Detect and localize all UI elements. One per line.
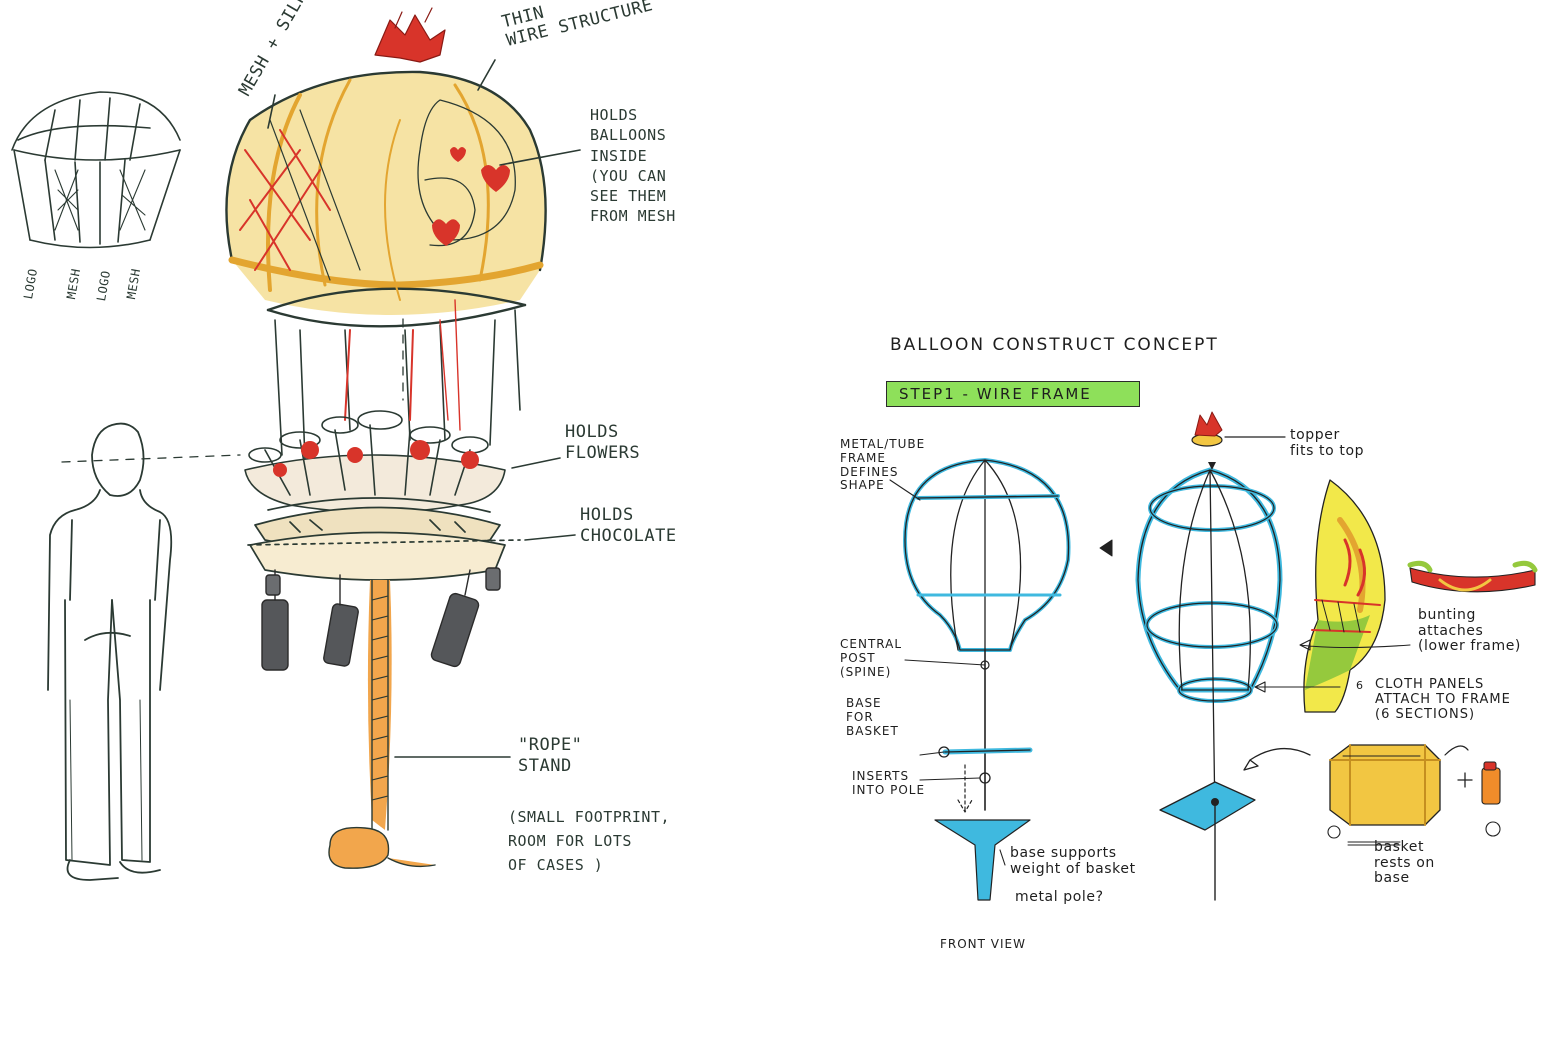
cloth-panels-label: CLOTH PANELS ATTACH TO FRAME (6 SECTIONS… [1375,677,1511,722]
height-guide-line [61,454,241,463]
holds-balloons-label: HOLDS BALLOONS INSIDE (YOU CAN SEE THEM … [590,106,676,226]
rope-stand [328,579,436,869]
flower-cones [244,410,506,514]
basket-sketch [1243,744,1501,846]
metal-tube-label: METAL/TUBE FRAME DEFINES SHAPE [840,437,926,493]
concept-title: BALLOON CONSTRUCT CONCEPT [890,335,1219,355]
topper-label: topper fits to top [1290,427,1365,459]
central-post-label: CENTRAL POST (SPINE) [840,637,903,679]
right-annotation-leaders [889,479,1411,866]
hanging-cases [261,567,501,671]
front-view-label: FRONT VIEW [940,937,1027,951]
chocolate-trays [247,497,521,581]
bunting-strip [1407,560,1538,593]
balloon-topper [374,7,446,63]
inserts-into-pole-label: INSERTS INTO POLE [852,769,926,797]
front-view-wire-frame [903,458,1071,901]
small-footprint-label: (SMALL FOOTPRINT, ROOM FOR LOTS OF CASES… [508,808,671,874]
holds-chocolate-label: HOLDS CHOCOLATE [580,505,677,547]
cloth-panel [1303,479,1386,713]
metal-pole-label: metal pole? [1015,889,1104,905]
topper-sketch [1191,411,1286,447]
bunting-label: bunting attaches (lower frame) [1418,607,1521,655]
basket-rests-label: basket rests on base [1374,839,1435,887]
direction-arrow [1099,539,1113,557]
balloon-dome [225,70,547,328]
base-supports-label: base supports weight of basket [1010,845,1136,877]
human-figure [47,422,173,881]
perspective-wire-frame [1135,462,1283,901]
holds-flowers-label: HOLDS FLOWERS [565,422,641,464]
step-banner: STEP1 - WIRE FRAME [886,381,1140,407]
section-count-mark: 6 [1356,679,1364,692]
mesh-panel-sketch [11,91,181,249]
rope-stand-label: "ROPE" STAND [518,735,583,777]
annotation-leaders [267,59,581,758]
base-for-basket-label: BASE FOR BASKET [846,696,899,738]
hanging-strings [274,299,521,461]
